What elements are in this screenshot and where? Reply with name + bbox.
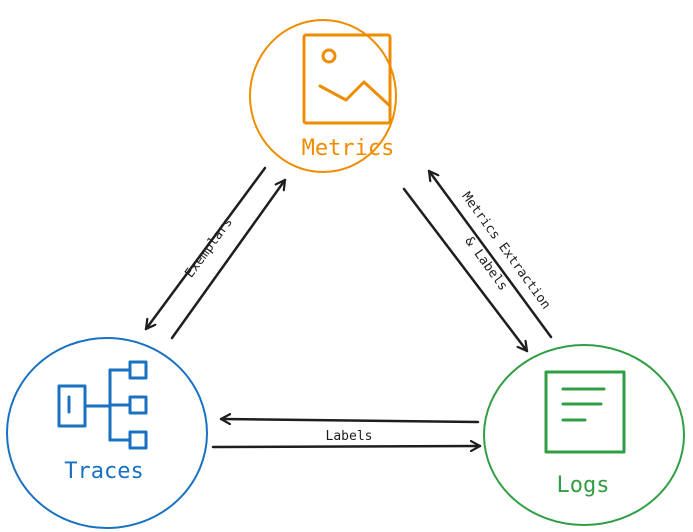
traces-circle <box>6 337 208 529</box>
metrics-circle <box>249 19 397 173</box>
labels-edge[interactable]: Labels <box>211 419 482 447</box>
metrics-extraction-edge[interactable]: Metrics Extraction & Labels <box>402 169 553 353</box>
logs-circle <box>483 344 685 526</box>
arrow-metrics-to-traces <box>144 166 267 331</box>
metrics-label: Metrics <box>302 136 395 161</box>
arrow-logs-to-traces <box>219 419 480 422</box>
traces-label: Traces <box>64 459 143 484</box>
labels-label: Labels <box>326 429 373 444</box>
metrics-node[interactable]: Metrics <box>249 19 397 173</box>
document-icon <box>544 370 626 454</box>
exemplars-edge[interactable]: Exemplars <box>144 166 287 340</box>
arrow-logs-to-metrics <box>427 169 553 339</box>
traces-node[interactable]: Traces <box>6 337 208 529</box>
arrow-metrics-to-logs <box>402 187 529 353</box>
hierarchy-icon <box>57 360 148 450</box>
exemplars-label: Exemplars <box>182 215 236 281</box>
logs-label: Logs <box>557 473 610 498</box>
logs-node[interactable]: Logs <box>483 344 685 526</box>
arrow-traces-to-logs <box>211 446 482 447</box>
image-icon <box>302 33 392 125</box>
arrow-traces-to-metrics <box>170 178 287 340</box>
